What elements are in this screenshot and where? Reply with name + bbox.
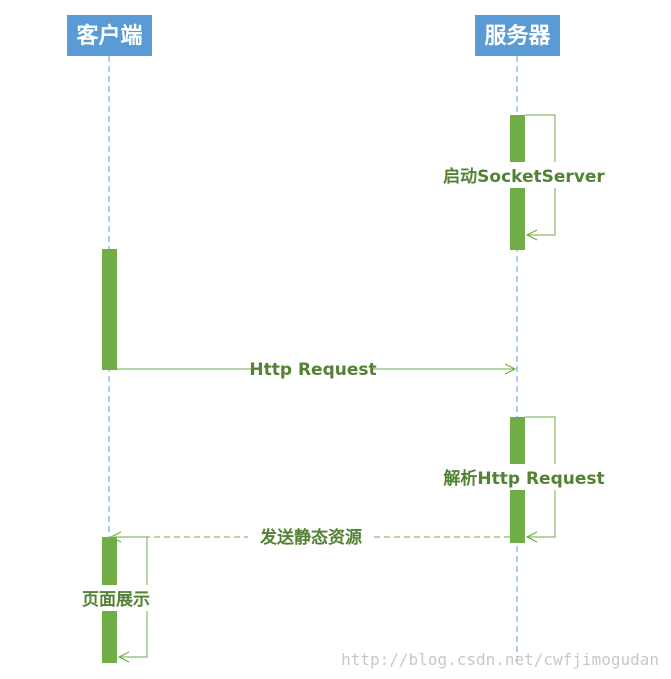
message-label-start-server: 启动SocketServer <box>443 166 605 187</box>
client-header-label: 客户端 <box>76 23 142 49</box>
label-bg-start-server <box>448 162 602 188</box>
watermark-text: http://blog.csdn.net/cwfjimogudan <box>341 650 659 669</box>
message-label-send-static: 发送静态资源 <box>259 527 362 548</box>
message-label-page-display: 页面展示 <box>82 590 150 610</box>
client-header-box <box>67 15 152 56</box>
server-header-box <box>475 15 560 56</box>
server-participant: 服务器 <box>475 15 560 56</box>
label-bg-page-display <box>73 585 159 611</box>
label-bg-http-request <box>256 358 370 380</box>
client-activation-request <box>102 249 117 370</box>
label-bg-send-static <box>248 525 374 549</box>
server-header-label: 服务器 <box>484 24 551 49</box>
message-label-http-request: Http Request <box>249 360 376 380</box>
label-bg-parse-request <box>448 464 602 490</box>
message-label-parse-request: 解析Http Request <box>443 468 604 489</box>
client-participant: 客户端 <box>67 15 152 56</box>
